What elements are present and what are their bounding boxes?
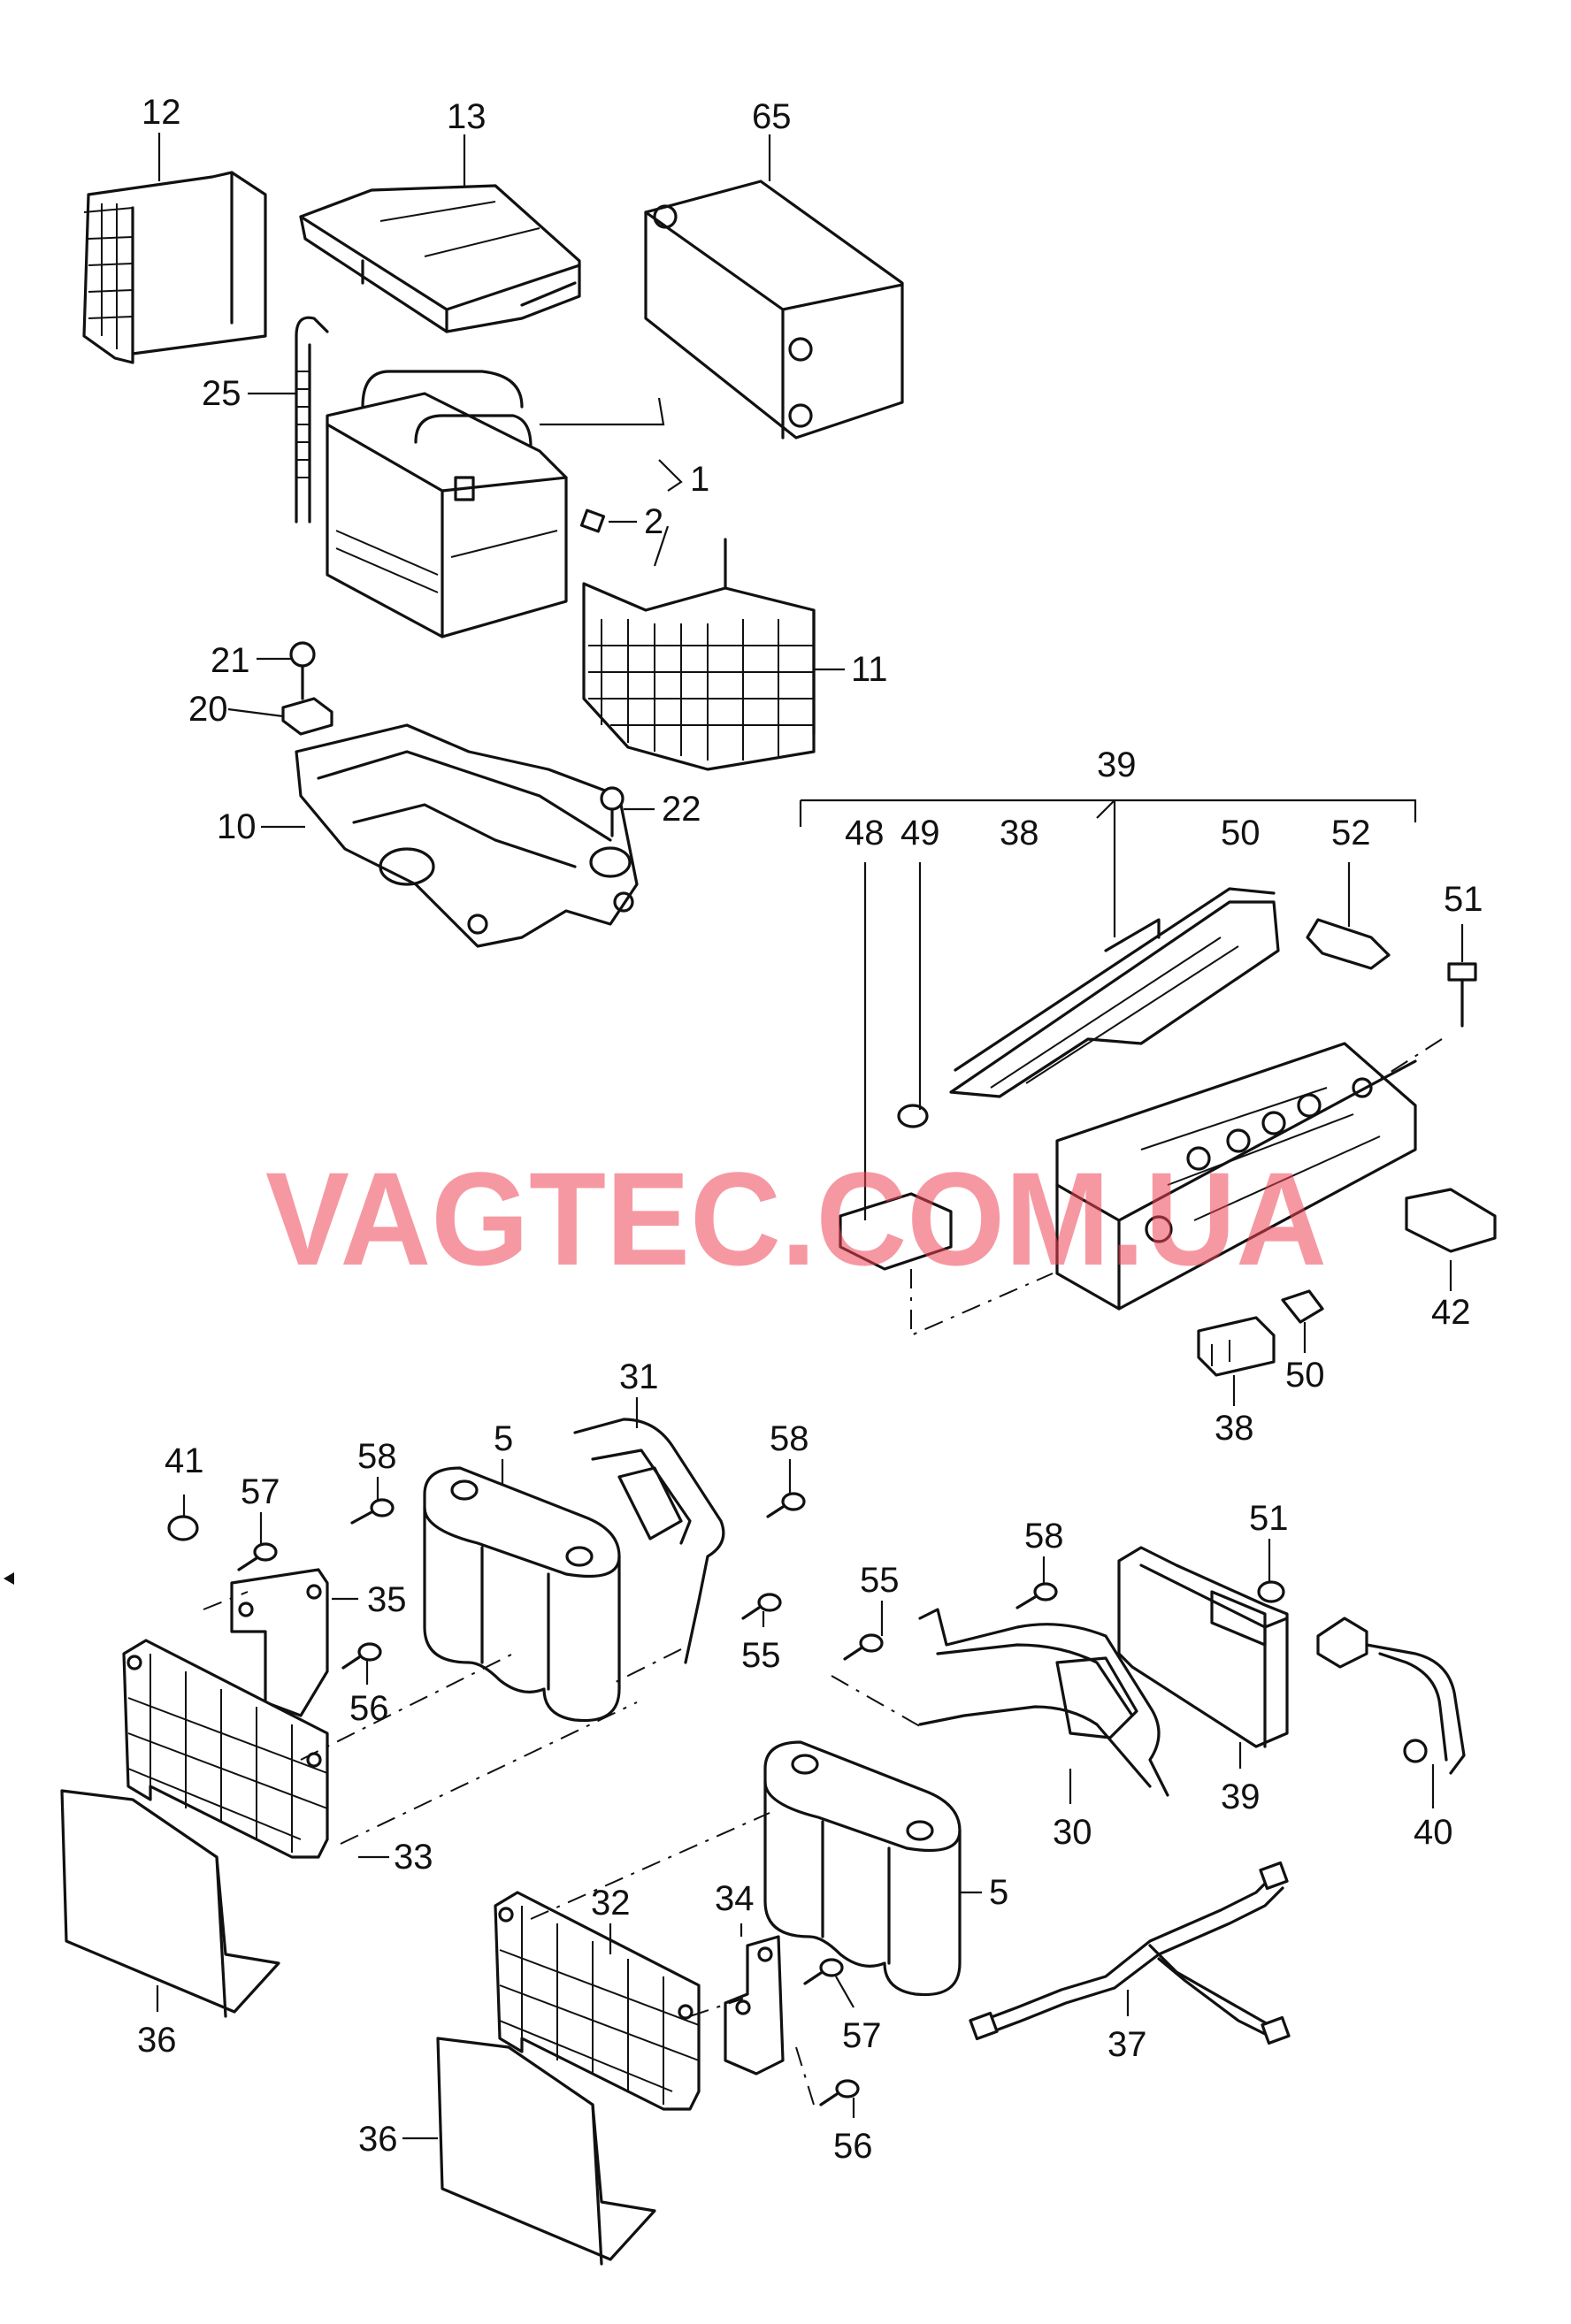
callout-51-bottom: 51 bbox=[1249, 1499, 1289, 1538]
part-bolt-55a bbox=[741, 1593, 782, 1620]
callout-5-a: 5 bbox=[494, 1419, 513, 1458]
callout-50-bot: 50 bbox=[1285, 1356, 1325, 1395]
callout-41: 41 bbox=[165, 1441, 204, 1480]
part-vent-tube-25 bbox=[295, 316, 329, 524]
part-holder-48 bbox=[839, 1192, 953, 1271]
part-fuse-box-38 bbox=[949, 887, 1280, 1098]
callout-labels: 12 13 65 25 1 2 21 20 11 10 22 39 48 49 … bbox=[137, 93, 1483, 2166]
part-cage-32 bbox=[494, 1891, 701, 2111]
callout-39-top: 39 bbox=[1097, 745, 1137, 784]
callout-35: 35 bbox=[367, 1580, 407, 1619]
callout-32: 32 bbox=[591, 1884, 631, 1923]
part-control-unit-39 bbox=[1117, 1546, 1289, 1748]
callout-40: 40 bbox=[1414, 1813, 1453, 1852]
part-fuse-box-base-39 bbox=[1055, 1042, 1417, 1311]
callout-30: 30 bbox=[1053, 1813, 1092, 1852]
part-bolt-58b bbox=[766, 1492, 806, 1518]
part-battery-tray-10 bbox=[295, 723, 639, 948]
callout-58-a: 58 bbox=[357, 1437, 397, 1476]
callout-2: 2 bbox=[644, 502, 663, 541]
leader-lines bbox=[156, 133, 1464, 2140]
part-battery-side-cover-12 bbox=[82, 171, 267, 364]
callout-51-top: 51 bbox=[1444, 880, 1483, 919]
part-cage-33 bbox=[122, 1639, 329, 1859]
callout-56-a: 56 bbox=[349, 1689, 389, 1728]
part-nut-51b bbox=[1257, 1580, 1285, 1603]
callout-11: 11 bbox=[851, 650, 888, 689]
callout-31: 31 bbox=[619, 1357, 659, 1396]
part-cell-pack-5b bbox=[763, 1740, 962, 1997]
callout-5-b: 5 bbox=[989, 1873, 1008, 1912]
callout-33: 33 bbox=[394, 1838, 433, 1877]
callout-37: 37 bbox=[1107, 2025, 1147, 2064]
part-clip-50 bbox=[1281, 1289, 1324, 1324]
part-bolt-22 bbox=[600, 786, 625, 837]
part-bolt-51 bbox=[1447, 962, 1477, 1028]
part-battery-insulation-11 bbox=[582, 538, 816, 771]
part-connector-42 bbox=[1405, 1188, 1497, 1253]
part-plug-2 bbox=[579, 508, 606, 533]
callout-10: 10 bbox=[217, 807, 257, 846]
part-bolt-57b bbox=[803, 1958, 844, 1985]
part-bolt-56b bbox=[819, 2079, 860, 2106]
callout-58-c: 58 bbox=[1024, 1517, 1064, 1556]
part-terminal-52 bbox=[1306, 918, 1391, 970]
part-bolt-58a bbox=[350, 1498, 395, 1525]
callout-34: 34 bbox=[715, 1879, 755, 1918]
callout-13: 13 bbox=[447, 97, 487, 136]
callout-52: 52 bbox=[1331, 814, 1371, 852]
part-battery-lid-13 bbox=[299, 184, 581, 333]
part-bracket-35 bbox=[230, 1568, 329, 1717]
part-cell-pack-5a bbox=[423, 1466, 621, 1723]
part-bolt-55b bbox=[843, 1633, 884, 1661]
callout-20: 20 bbox=[188, 690, 228, 729]
part-insulation-panel-36a bbox=[60, 1789, 280, 2018]
callout-12: 12 bbox=[142, 93, 181, 132]
callout-65: 65 bbox=[752, 97, 792, 136]
callout-36-a: 36 bbox=[137, 2021, 177, 2060]
callout-36-b: 36 bbox=[358, 2120, 398, 2159]
part-nut-49 bbox=[897, 1104, 929, 1128]
part-battery-assembly-1 bbox=[326, 370, 568, 638]
edge-mark bbox=[4, 1572, 14, 1585]
part-clamp-20 bbox=[281, 697, 333, 736]
part-bolt-58c bbox=[1015, 1582, 1058, 1609]
callout-22: 22 bbox=[662, 790, 701, 829]
callout-38-bot: 38 bbox=[1215, 1409, 1254, 1448]
part-wiring-harness-37 bbox=[969, 1861, 1291, 2045]
callout-38-top: 38 bbox=[1000, 814, 1039, 852]
part-bolt-56a bbox=[341, 1642, 382, 1670]
part-nut-41 bbox=[167, 1515, 199, 1541]
callout-57-b: 57 bbox=[842, 2016, 882, 2055]
callout-56-b: 56 bbox=[833, 2127, 873, 2166]
part-insulation-panel-36b bbox=[436, 2037, 656, 2266]
part-bracket-30 bbox=[918, 1608, 1169, 1797]
part-battery-65 bbox=[644, 180, 904, 440]
callout-48: 48 bbox=[845, 814, 885, 852]
part-connector-38 bbox=[1197, 1316, 1276, 1377]
callout-55-a: 55 bbox=[741, 1636, 781, 1675]
callout-55-b: 55 bbox=[860, 1561, 900, 1600]
callout-39-bottom: 39 bbox=[1221, 1777, 1261, 1816]
part-bolt-57a bbox=[237, 1542, 278, 1571]
callout-25: 25 bbox=[202, 374, 241, 413]
callout-57-a: 57 bbox=[241, 1472, 280, 1511]
callout-1: 1 bbox=[690, 460, 709, 499]
callout-42: 42 bbox=[1431, 1293, 1471, 1332]
part-bracket-34 bbox=[724, 1935, 785, 2076]
callout-49: 49 bbox=[900, 814, 940, 852]
callout-50-top: 50 bbox=[1221, 814, 1261, 852]
watermark: VAGTEC.COM.UA bbox=[265, 1144, 1327, 1293]
callout-58-b: 58 bbox=[770, 1419, 809, 1458]
callout-21: 21 bbox=[211, 641, 250, 680]
part-bolt-21 bbox=[289, 641, 316, 700]
assembly-lines bbox=[203, 1038, 1443, 2106]
part-ground-cable-40 bbox=[1316, 1617, 1466, 1775]
